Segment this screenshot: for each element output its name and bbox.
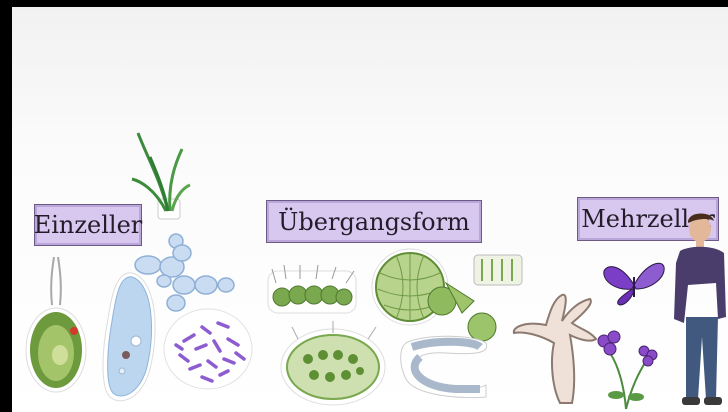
green-colony-icon	[472, 247, 524, 287]
chain-colony-icon	[396, 333, 492, 399]
grass-icon	[130, 129, 194, 221]
hydra-icon	[510, 291, 604, 409]
person-icon	[660, 213, 728, 412]
sphere-colony-icon	[370, 243, 480, 335]
whiteboard: Einzeller Übergangsform Mehrzeller	[12, 7, 728, 412]
violet-flower-icon	[596, 325, 662, 411]
butterfly-icon	[602, 257, 666, 307]
green-colony-icon	[266, 265, 358, 315]
label-uebergangsform: Übergangsform	[266, 200, 482, 243]
bacteria-icon	[162, 305, 254, 391]
chlamydomonas-icon	[22, 255, 92, 395]
